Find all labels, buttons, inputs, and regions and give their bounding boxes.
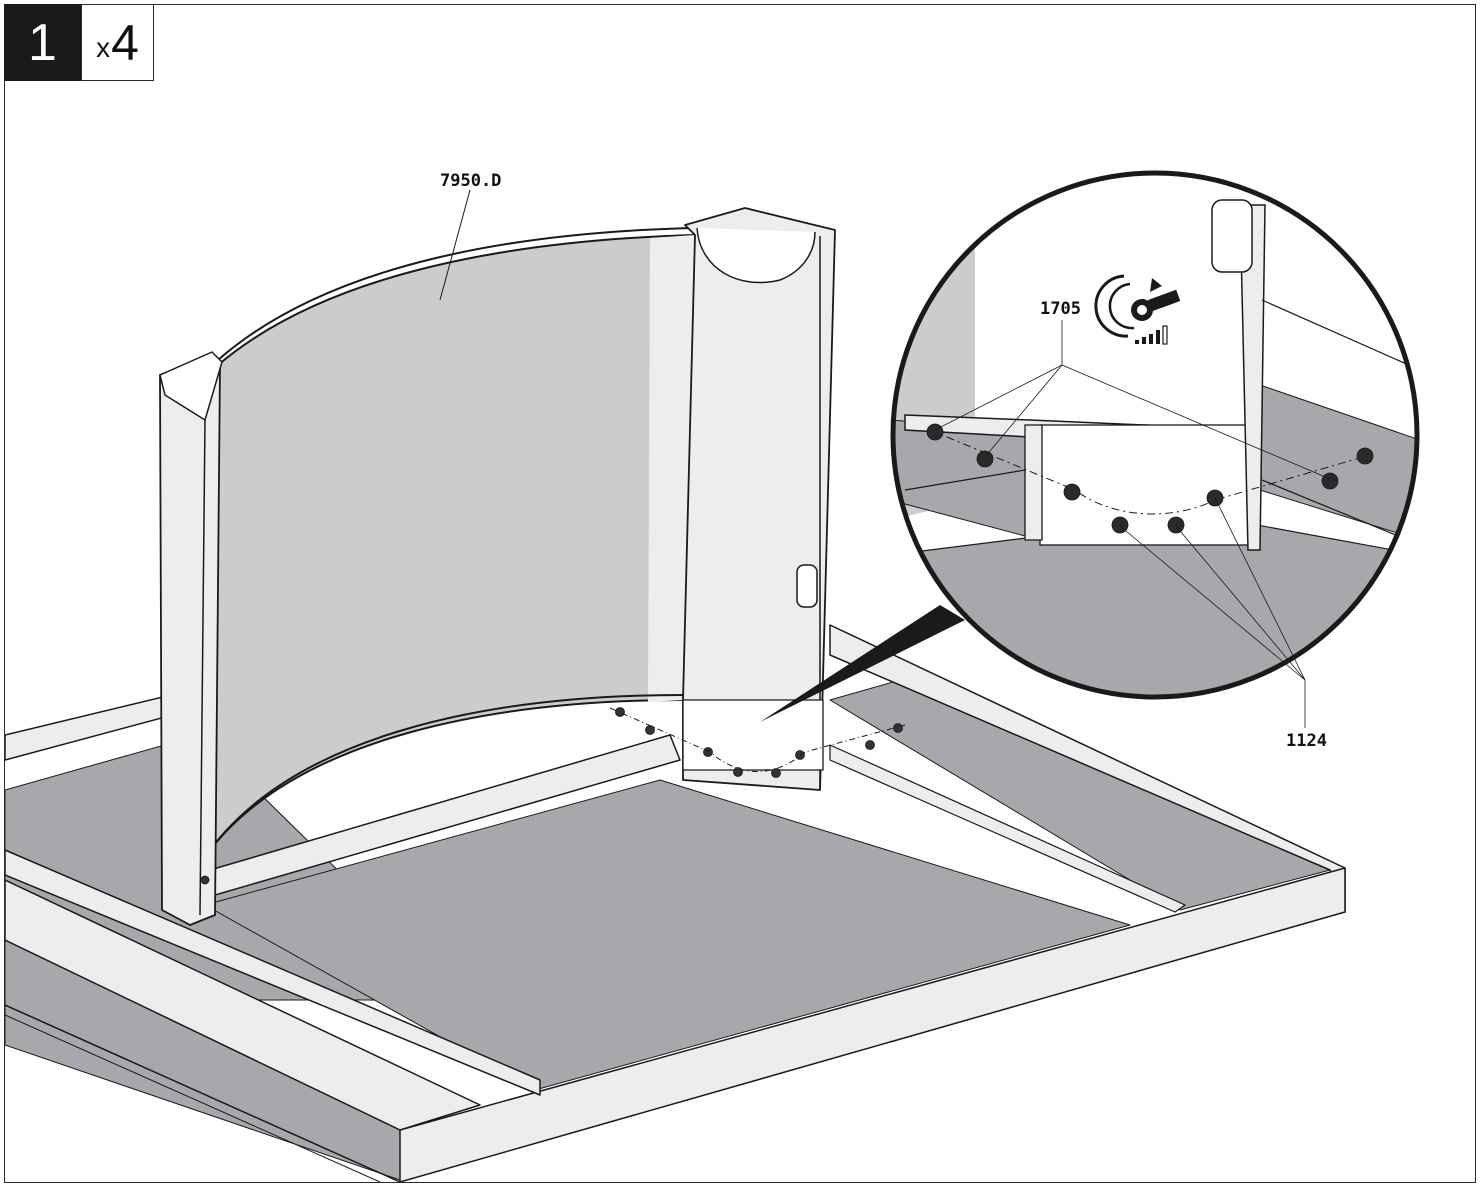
corner-post-right-cap (696, 227, 816, 284)
zoom-circle-border (890, 170, 1420, 700)
corner-bracket (682, 699, 824, 771)
zoom-bolt (1321, 472, 1339, 490)
corner-post-left-edge (199, 419, 206, 916)
leader-line-7950D (439, 189, 471, 301)
quantity-value: 4 (111, 14, 139, 71)
nut (703, 747, 713, 757)
bolt (645, 725, 655, 735)
nut (733, 767, 743, 777)
step-number: 1 (28, 13, 57, 72)
zoom-pointer (760, 605, 965, 722)
corner-post-right (682, 207, 836, 791)
page-border (4, 4, 1476, 1183)
hardware-centerline (609, 707, 906, 772)
corner-post-left-cap (159, 351, 223, 421)
bolt (200, 875, 210, 885)
leader-line-1124-b (1175, 525, 1306, 681)
nut (795, 750, 805, 760)
zoom-nut (1063, 483, 1081, 501)
bolt (615, 707, 625, 717)
callout-bolt: 1705 (1040, 299, 1081, 319)
frame-rail-front (399, 867, 1346, 1182)
zoom-floor-front (893, 519, 1417, 697)
frame-edge-bottom-2 (5, 1014, 381, 1182)
zoom-nut (1167, 516, 1185, 534)
zoom-post (1239, 204, 1266, 551)
back-panel-lit-area (648, 235, 695, 702)
quantity-prefix: x (96, 31, 111, 63)
bolt (893, 723, 903, 733)
zoom-bracket-flange (1024, 424, 1043, 541)
frame-rail-diagonal (5, 849, 541, 1096)
zoom-bolt (926, 423, 944, 441)
frame-rail-right-inner (829, 744, 1186, 913)
leader-line-1124-a (1119, 525, 1306, 681)
back-panel-bottom-edge (209, 694, 684, 851)
zoom-detail (893, 173, 1417, 697)
corner-post-slot (796, 564, 818, 608)
zoom-bolt (976, 450, 994, 468)
frame-edge-bottom (5, 1004, 401, 1182)
zoom-bolt (1356, 447, 1374, 465)
wrench-torque-icon (1094, 274, 1181, 345)
callout-nut: 1124 (1286, 731, 1327, 751)
nut (771, 768, 781, 778)
bolt (865, 740, 875, 750)
back-panel-top-edge (217, 227, 696, 361)
frame-rail-left (5, 879, 481, 1131)
floor-panel-center (204, 779, 1131, 1091)
corner-post-left (159, 354, 221, 926)
callout-back-panel: 7950.D (440, 171, 501, 191)
leader-line-1124-c (1214, 497, 1306, 681)
step-number-badge: 1 (4, 4, 81, 81)
zoom-post-slot (1211, 199, 1253, 273)
